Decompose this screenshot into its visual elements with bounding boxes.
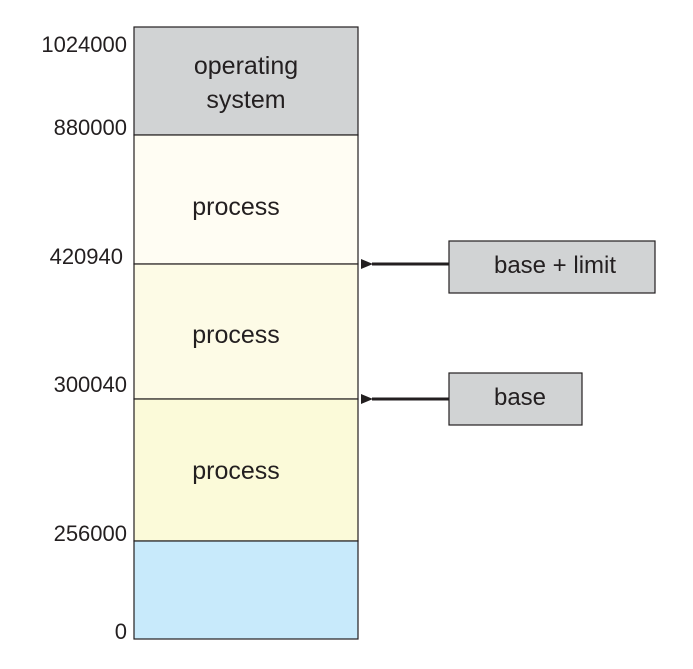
address-256000: 256000	[54, 521, 127, 546]
base-register-label: base	[494, 384, 546, 411]
base-register-box	[448, 372, 583, 426]
process-segment-middle	[133, 263, 359, 400]
process-segment-top	[133, 134, 359, 265]
os-segment	[133, 26, 359, 136]
address-420940: 420940	[50, 244, 123, 269]
limit-register-label: base + limit	[494, 252, 616, 279]
process-label-bottom: process	[192, 457, 280, 485]
os-label-line2: system	[206, 86, 285, 114]
free-segment	[133, 540, 359, 640]
os-label-line1: operating	[194, 52, 298, 80]
limit-register-box	[448, 240, 656, 294]
process-label-middle: process	[192, 321, 280, 349]
address-1024000: 1024000	[41, 32, 127, 57]
address-880000: 880000	[54, 115, 127, 140]
address-300040: 300040	[54, 372, 127, 397]
address-0: 0	[115, 619, 127, 644]
process-label-top: process	[192, 193, 280, 221]
process-segment-bottom	[133, 398, 359, 542]
